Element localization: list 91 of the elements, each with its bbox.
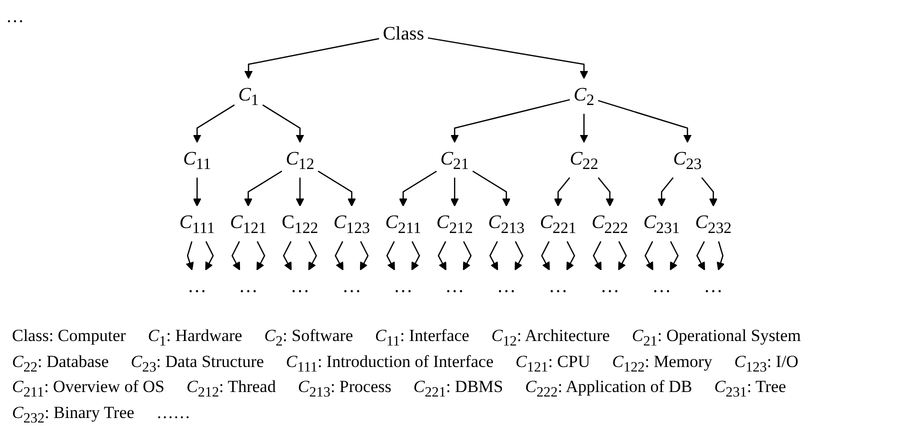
arrow [554, 177, 570, 206]
node-text: … [445, 276, 464, 297]
legend-note: C$_{23}$: Data Structure [130, 350, 264, 376]
arrow [256, 241, 266, 270]
arrow [450, 178, 459, 206]
arrow [411, 241, 420, 270]
node-text: … [290, 276, 310, 297]
node-text: C$_{121}$ [230, 212, 266, 237]
node-text: C$_{22}$ [570, 148, 598, 173]
arrow [618, 241, 627, 270]
arrow [318, 170, 356, 206]
legend-note: C$_{22}$: Database [12, 350, 109, 376]
node-text: C$_{11}$ [183, 148, 212, 173]
legend-note: C$_{21}$: Operational System [632, 324, 801, 351]
arrow [244, 170, 282, 206]
legend-note: C$_{222}$: Application of DB [525, 376, 692, 402]
legend-note: C$_{11}$: Interface [375, 324, 470, 351]
node-text: C$_{221}$ [540, 212, 576, 237]
arrow [450, 98, 570, 143]
legend-note: C$_{232}$: Binary Tree [12, 402, 134, 428]
node-text: C$_{1}$ [238, 84, 259, 109]
node-text: … [600, 276, 620, 297]
arrow [580, 114, 588, 143]
node-text: C$_{212}$ [436, 212, 473, 237]
arrow [657, 177, 674, 206]
arrow [186, 241, 194, 270]
arrow [598, 177, 614, 206]
arrow [192, 104, 235, 143]
node-text: C$_{122}$ [282, 212, 318, 237]
arrow [566, 241, 576, 270]
node-text: C$_{232}$ [695, 212, 732, 237]
legend-note: Class: Computer [12, 324, 126, 347]
arrow [701, 177, 718, 206]
arrow [462, 241, 472, 270]
legend-note: C$_{213}$: Process [298, 376, 392, 402]
legend-note: …… [156, 402, 190, 424]
arrow [472, 170, 511, 206]
arrow [592, 241, 602, 270]
arrow [308, 241, 318, 270]
arrow [514, 241, 524, 270]
arrow [205, 241, 214, 270]
legend-note: C$_{221}$: DBMS [413, 376, 504, 402]
node-text: C$_{231}$ [643, 212, 680, 237]
node-text: C$_{213}$ [488, 212, 525, 237]
node-text: C$_{222}$ [592, 212, 628, 237]
legend-note: C$_{2}$: Software [264, 324, 353, 351]
legend-note: C$_{122}$: Memory [612, 350, 712, 376]
node-text: C$_{111}$ [179, 212, 215, 237]
legend-note: C$_{111}$: Introduction of Interface [286, 350, 494, 376]
node-text: … [496, 276, 516, 297]
arrow [644, 241, 654, 270]
arrow [192, 178, 202, 206]
node-text: … [394, 276, 413, 297]
arrow [716, 241, 725, 270]
arrow [231, 241, 240, 270]
arrow [386, 241, 395, 270]
node-text: … [548, 276, 568, 297]
arrow [244, 38, 380, 79]
node-text: … [188, 276, 207, 297]
node-text: C$_{2}$ [574, 84, 594, 109]
legend-note: C$_{231}$: Tree [714, 376, 786, 402]
legend-note: C$_{211}$: Overview of OS [12, 376, 164, 402]
node-text: C$_{23}$ [673, 148, 702, 173]
node-text: … [652, 276, 672, 297]
node-text: C$_{12}$ [286, 148, 314, 173]
arrow [262, 104, 304, 143]
arrow [296, 178, 304, 206]
legend-note: C$_{121}$: CPU [516, 350, 590, 376]
arrow [398, 170, 437, 206]
ellipsis-text: … [6, 6, 24, 26]
node-text: C$_{211}$ [385, 212, 422, 237]
arrow [360, 241, 369, 270]
legend-note: C$_{123}$: I/O [734, 350, 798, 376]
node-text: C$_{21}$ [440, 148, 469, 173]
legend-note: C$_{12}$: Architecture [491, 324, 610, 351]
arrow [489, 241, 498, 270]
arrow [598, 100, 692, 143]
arrow [334, 241, 344, 270]
node-text: Class [382, 23, 424, 44]
arrow [541, 241, 550, 270]
node-text: … [238, 276, 258, 297]
node-text: … [342, 276, 362, 297]
node-text: C$_{123}$ [333, 212, 370, 237]
arrow [696, 241, 706, 270]
legend-note: C$_{212}$: Thread [186, 376, 276, 402]
legend-note: C$_{1}$: Hardware [148, 324, 242, 351]
arrow [282, 241, 292, 270]
arrow [438, 241, 446, 270]
arrow [670, 241, 679, 270]
node-text: … [704, 276, 723, 297]
arrow [428, 37, 588, 79]
